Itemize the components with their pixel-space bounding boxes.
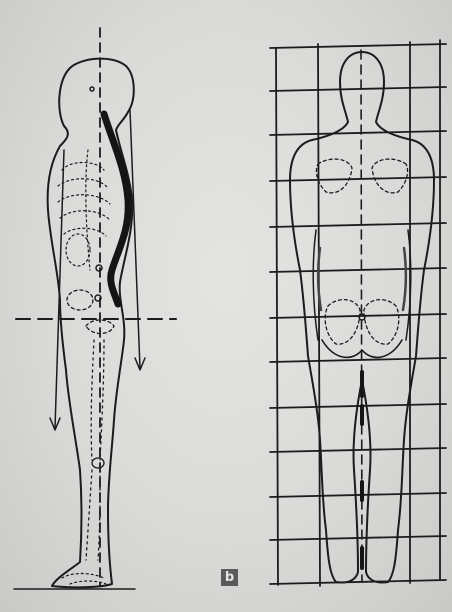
ear-marker — [90, 87, 94, 91]
thoracic-organs — [58, 150, 110, 270]
spine-curve — [104, 114, 128, 304]
panel-label: b — [221, 569, 238, 586]
right-arm-shadow — [403, 248, 406, 310]
pelvis-outline — [67, 290, 114, 334]
vertebra-marker — [96, 265, 102, 271]
leg-bone-lines — [86, 340, 104, 560]
lateral-body-outline — [48, 59, 134, 588]
posterior-view — [270, 40, 446, 586]
anterior-force-line — [55, 150, 64, 428]
posterior-force-line — [130, 110, 140, 368]
lateral-view — [14, 28, 176, 589]
knee-marker — [92, 458, 104, 468]
